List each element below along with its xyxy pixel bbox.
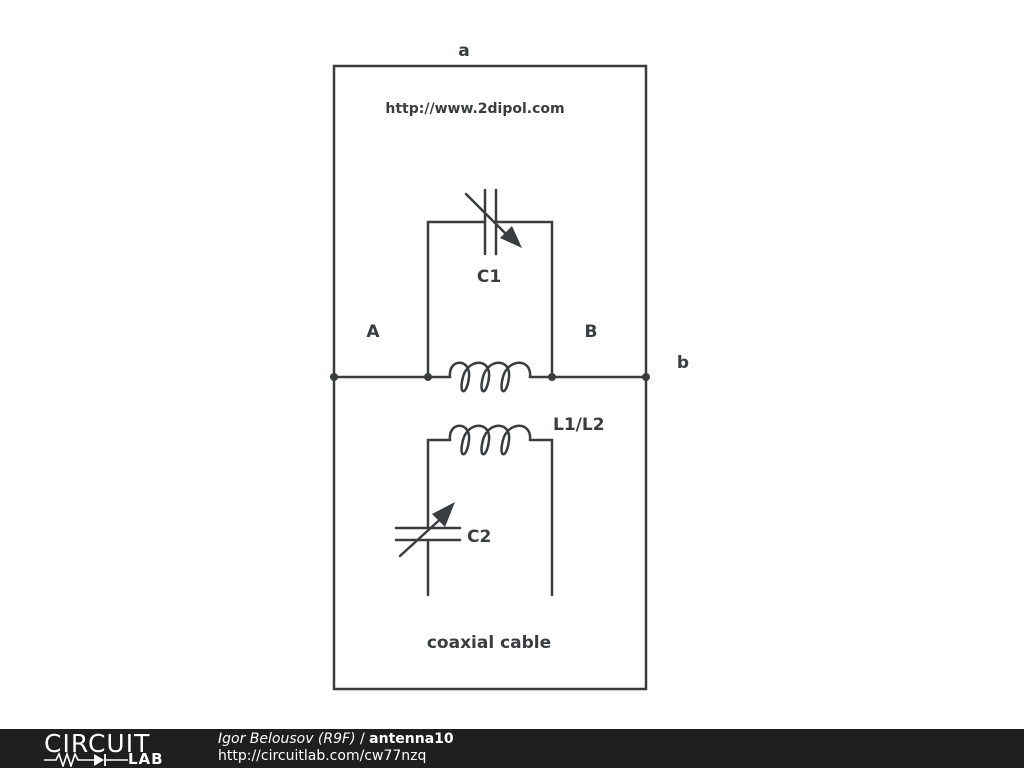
credit-separator: /: [355, 731, 370, 747]
logo-text: CIRCUIT: [44, 729, 151, 758]
c2-arrow: [398, 512, 448, 558]
author-name[interactable]: Igor Belousov (R9F): [218, 731, 356, 747]
label-b: b: [677, 353, 689, 373]
credit-block: Igor Belousov (R9F) / antenna10 http://c…: [218, 731, 454, 765]
footer-bar: CIRCUIT LAB Igor Belousov (R9F) / antenn…: [0, 729, 1024, 768]
schematic-diagram: a http://www.2dipol.com C1 A B b L1/L2 C…: [330, 41, 689, 691]
c1-arrow: [464, 192, 514, 242]
junction-dot: [424, 373, 432, 381]
label-c1: C1: [477, 267, 501, 287]
circuit-title[interactable]: antenna10: [369, 731, 454, 747]
label-A: A: [366, 322, 380, 342]
label-l1l2: L1/L2: [553, 415, 605, 435]
circuitlab-logo[interactable]: CIRCUIT LAB: [44, 731, 184, 767]
junction-dot: [330, 373, 338, 381]
c1-loop-wire: [426, 220, 554, 379]
label-c2: C2: [467, 527, 491, 547]
junction-dot: [642, 373, 650, 381]
inductor-lower: [448, 424, 532, 456]
inductor-upper: [448, 361, 532, 393]
logo-circuit-symbol-icon: [44, 751, 128, 767]
label-B: B: [585, 322, 598, 342]
circuit-url-link[interactable]: http://circuitlab.com/cw77nzq: [218, 748, 427, 764]
label-a: a: [458, 41, 469, 61]
junction-dot: [548, 373, 556, 381]
label-coaxial-cable: coaxial cable: [427, 633, 551, 653]
logo-lab-text: LAB: [128, 750, 164, 768]
c1-arrowhead-icon: [500, 226, 522, 248]
c2-arrowhead-icon: [432, 502, 455, 527]
coax-loop-wire: [426, 438, 554, 597]
website-label: http://www.2dipol.com: [385, 101, 564, 117]
